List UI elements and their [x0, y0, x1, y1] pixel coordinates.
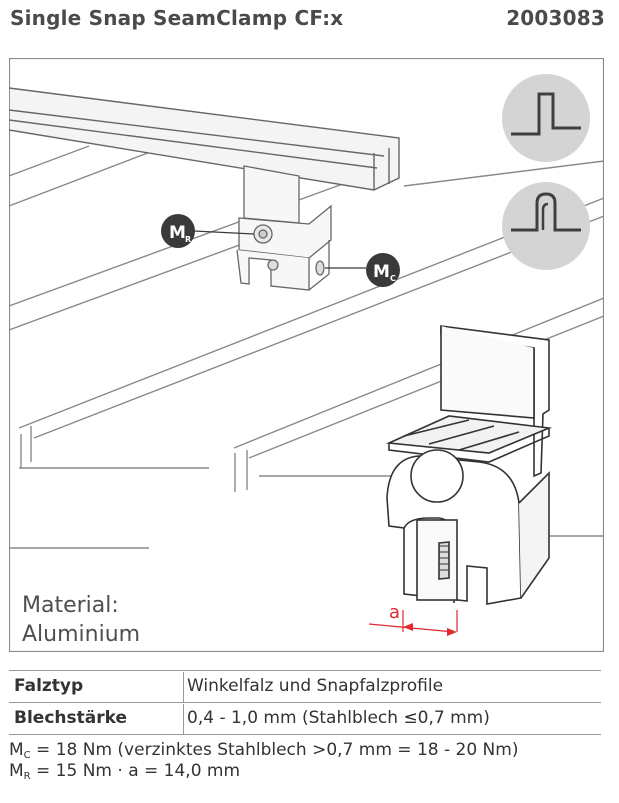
snap-seam-icon: [502, 182, 590, 270]
table-divider-mid: [9, 702, 601, 703]
row-key: Blechstärke: [14, 708, 127, 728]
svg-text:R: R: [185, 235, 191, 244]
column-divider: [183, 672, 184, 702]
table-row-blechstaerke: Blechstärke 0,4 - 1,0 mm (Stahlblech ≤0,…: [9, 704, 601, 734]
row-key: Falztyp: [14, 676, 84, 696]
table-divider-top: [9, 670, 601, 671]
row-value: 0,4 - 1,0 mm (Stahlblech ≤0,7 mm): [187, 708, 490, 728]
column-divider: [183, 704, 184, 734]
material-label: Material: Aluminium: [22, 591, 140, 649]
svg-text:a: a: [389, 602, 400, 623]
small-seam-clamp: [236, 165, 332, 291]
angle-seam-icon: [502, 74, 590, 162]
svg-text:C: C: [390, 274, 396, 283]
torque-note-mr: MR = 15 Nm · a = 14,0 mm: [9, 761, 241, 782]
table-divider-bottom: [9, 734, 601, 735]
mounting-rail: [9, 87, 400, 191]
clamp-illustration: M R M C a: [9, 58, 604, 652]
table-row-falztyp: Falztyp Winkelfalz und Snapfalzprofile: [9, 672, 601, 702]
large-clamp-detail: [385, 325, 553, 605]
mc-badge: M C: [325, 253, 400, 287]
torque-note-mc: MC = 18 Nm (verzinktes Stahlblech >0,7 m…: [9, 740, 519, 761]
row-value: Winkelfalz und Snapfalzprofile: [187, 676, 444, 696]
svg-text:M: M: [169, 223, 186, 243]
article-number: 2003083: [506, 6, 605, 30]
material-heading: Material:: [22, 593, 119, 618]
mr-badge: M R: [161, 214, 255, 248]
material-value: Aluminium: [22, 622, 141, 647]
dimension-a: a: [368, 602, 458, 636]
product-title: Single Snap SeamClamp CF:x: [10, 6, 344, 30]
svg-text:M: M: [373, 262, 390, 282]
